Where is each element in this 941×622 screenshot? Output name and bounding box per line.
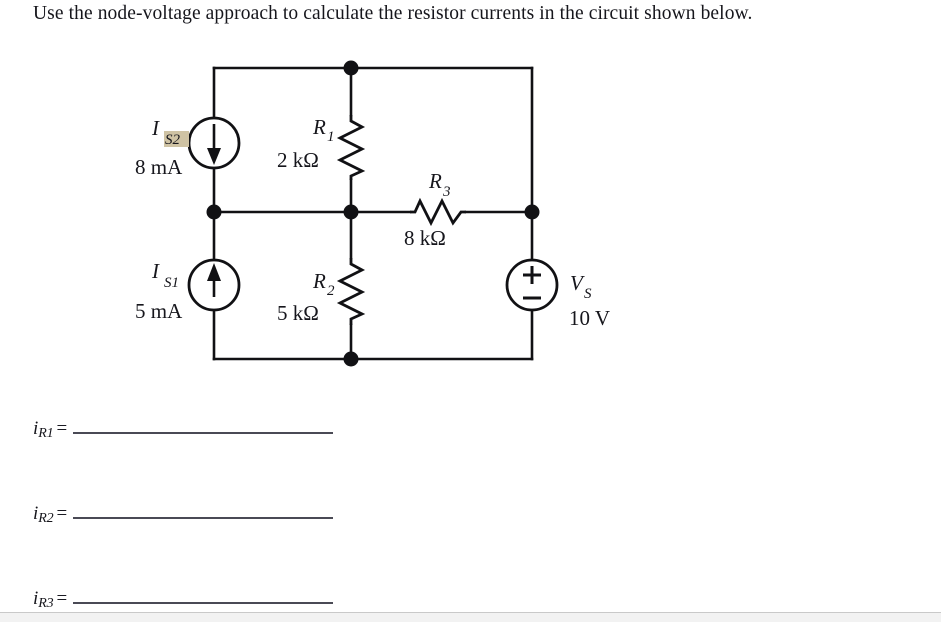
current-source-bottom-arrow-head — [207, 263, 221, 281]
answer-blank-ir1[interactable] — [73, 418, 334, 434]
resistor-r1-symbol — [336, 115, 366, 180]
resistor-r3-value: 8 kΩ — [404, 226, 446, 250]
node-dot-middle-left — [206, 204, 222, 220]
answer-label-ir1: iR1 — [33, 418, 54, 441]
circuit-diagram: I S2 8 mA I S1 5 mA R 1 2 kΩ R 2 5 kΩ R … — [0, 45, 700, 390]
resistor-r1-subscript: 1 — [327, 129, 335, 145]
current-source-top-value: 8 mA — [135, 155, 183, 179]
answer-label-ir3: iR3 — [33, 588, 54, 611]
answer-subscript-ir3: R3 — [38, 596, 54, 611]
answer-subscript-ir2: R2 — [38, 511, 54, 526]
node-dot-middle-center — [343, 204, 359, 220]
voltage-source-circle — [505, 258, 559, 312]
bottom-strip — [0, 613, 941, 622]
answer-subscript-ir1: R1 — [38, 426, 54, 441]
subscript-highlight-s2 — [164, 131, 189, 147]
answer-symbol-ir3: i — [33, 588, 39, 609]
resistor-r2-symbol — [336, 258, 366, 325]
resistor-r1-symbol-label: R — [312, 115, 326, 139]
answer-symbol-ir2: i — [33, 503, 39, 524]
voltage-source-symbol: V — [570, 271, 585, 295]
answer-symbol-ir1: i — [33, 418, 39, 439]
node-dot-top-middle — [343, 60, 359, 76]
answer-equals-ir1: = — [56, 418, 68, 439]
bottom-divider — [0, 612, 941, 613]
answer-equals-ir3: = — [56, 588, 68, 609]
current-source-top-subscript: S2 — [165, 132, 181, 148]
answer-blank-ir2[interactable] — [73, 503, 334, 519]
resistor-r3-symbol — [410, 197, 466, 227]
resistor-r2-subscript: 2 — [327, 283, 335, 299]
resistor-r1-value: 2 kΩ — [277, 148, 319, 172]
current-source-bottom-symbol: I — [151, 259, 160, 283]
resistor-r3-symbol-label: R — [428, 169, 442, 193]
answer-row-ir3: iR3= — [33, 588, 334, 618]
node-dot-bottom-middle — [343, 351, 359, 367]
answer-equals-ir2: = — [56, 503, 68, 524]
resistor-r2-value: 5 kΩ — [277, 301, 319, 325]
answer-label-ir2: iR2 — [33, 503, 54, 526]
current-source-top-arrow-head — [207, 148, 221, 165]
current-source-bottom-subscript: S1 — [164, 275, 179, 291]
voltage-source-value: 10 V — [569, 306, 610, 330]
resistor-r3-subscript: 3 — [442, 184, 451, 200]
answer-row-ir2: iR2= — [33, 503, 334, 533]
node-dot-middle-right — [524, 204, 540, 220]
resistor-r2-symbol-label: R — [312, 269, 326, 293]
current-source-bottom-value: 5 mA — [135, 299, 183, 323]
page-title: Use the node-voltage approach to calcula… — [33, 3, 753, 24]
voltage-source-subscript: S — [584, 286, 592, 302]
current-source-top-symbol: I — [151, 116, 160, 140]
answer-blank-ir3[interactable] — [73, 588, 334, 604]
answer-row-ir1: iR1= — [33, 418, 334, 448]
